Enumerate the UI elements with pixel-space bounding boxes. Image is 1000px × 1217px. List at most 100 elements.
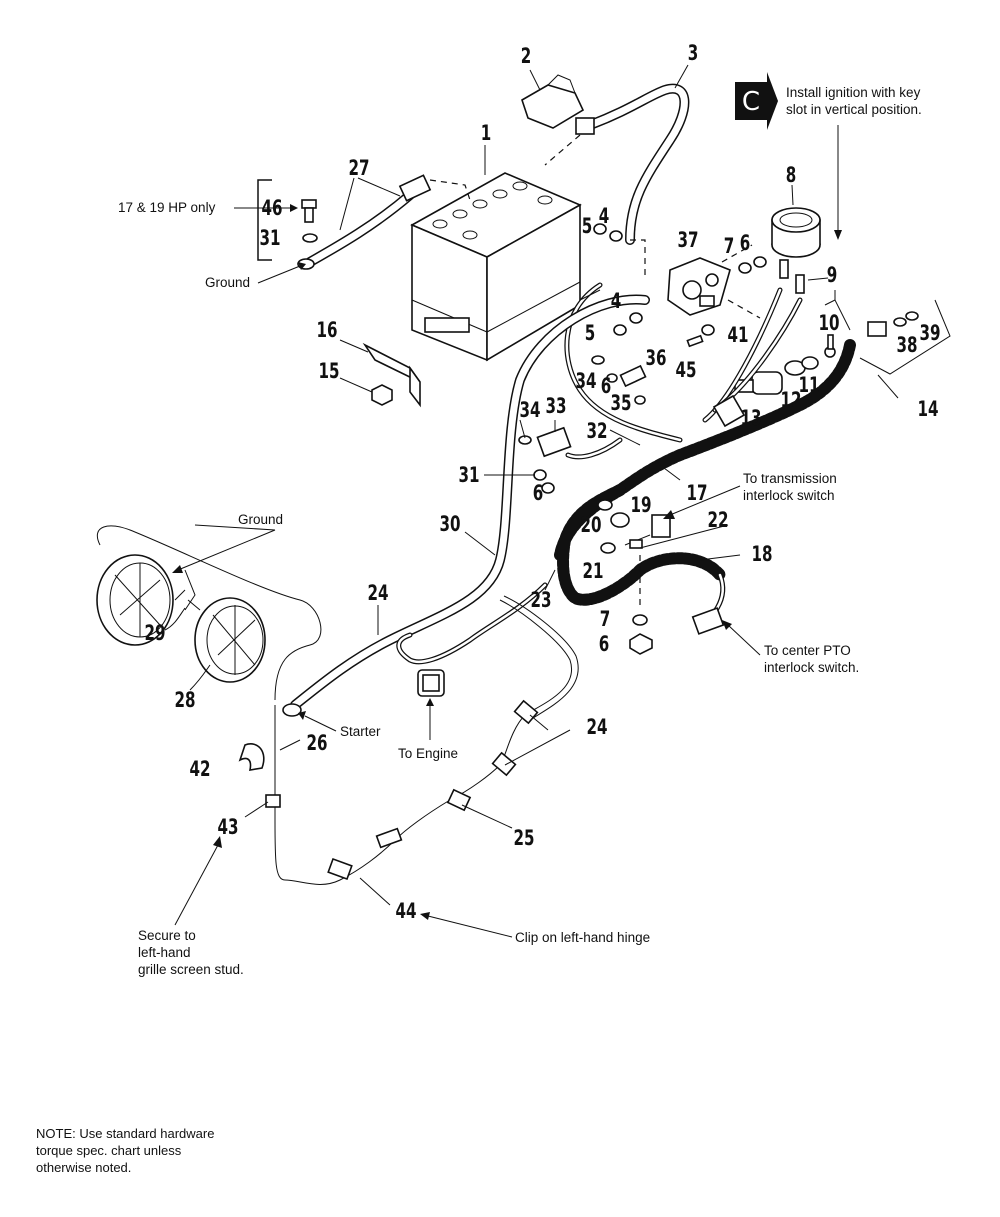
note-line-1: NOTE: Use standard hardware — [36, 1126, 214, 1141]
callout-5-mid: 5 — [585, 322, 596, 346]
callout-35: 35 — [610, 392, 631, 416]
label-clip: Clip on left-hand hinge — [515, 930, 650, 945]
callout-6-solenoid: 6 — [740, 232, 751, 256]
headlight-right — [194, 597, 266, 683]
ignition-key — [824, 334, 836, 358]
callout-11: 11 — [798, 374, 819, 398]
label-ground-lights: Ground — [238, 512, 283, 527]
elbow-42 — [238, 743, 265, 771]
label-to-engine: To Engine — [398, 746, 458, 761]
callout-6-bottom: 6 — [599, 633, 610, 657]
callout-25: 25 — [513, 827, 534, 851]
starter-wire — [282, 294, 650, 717]
callout-10: 10 — [818, 312, 839, 336]
label-pto-1: To center PTO — [764, 643, 851, 658]
bolt-46 — [301, 199, 317, 223]
relay-33 — [518, 426, 572, 458]
callout-3: 3 — [688, 42, 699, 66]
callout-4-mid: 4 — [611, 290, 622, 314]
callout-27: 27 — [348, 157, 369, 181]
small-hardware — [533, 223, 767, 494]
callout-42: 42 — [189, 758, 210, 782]
terminal-cover — [521, 74, 585, 129]
callout-8: 8 — [786, 164, 797, 188]
callout-31-mid: 31 — [458, 464, 479, 488]
callout-37: 37 — [677, 229, 698, 253]
callout-5-top: 5 — [582, 215, 593, 239]
callout-1: 1 — [481, 122, 492, 146]
callout-19: 19 — [630, 494, 651, 518]
callout-46: 46 — [261, 197, 282, 221]
callout-4-top: 4 — [599, 205, 610, 229]
battery — [410, 172, 582, 362]
callout-20: 20 — [580, 514, 601, 538]
battery-bracket — [362, 342, 421, 408]
callout-32: 32 — [586, 420, 607, 444]
callout-16: 16 — [316, 319, 337, 343]
resistor-36 — [591, 355, 647, 405]
headlight-harness — [265, 595, 579, 885]
hardware-note: NOTE: Use standard hardware torque spec.… — [36, 1126, 214, 1175]
callout-15: 15 — [318, 360, 339, 384]
callout-7-solenoid: 7 — [724, 235, 735, 259]
positive-cable — [575, 83, 690, 245]
callout-13: 13 — [740, 407, 761, 431]
callout-17: 17 — [686, 482, 707, 506]
note-line-3: otherwise noted. — [36, 1160, 131, 1175]
ground-cable — [297, 174, 432, 270]
callout-12: 12 — [780, 389, 801, 413]
callout-6-relay: 6 — [601, 375, 612, 399]
label-secure-2: left-hand — [138, 945, 191, 960]
label-starter: Starter — [340, 724, 381, 739]
callout-39: 39 — [919, 322, 940, 346]
label-secure-3: grille screen stud. — [138, 962, 244, 977]
callout-18: 18 — [751, 543, 772, 567]
callout-44: 44 — [395, 900, 416, 924]
callout-leaders — [164, 64, 899, 906]
relay-38-39 — [867, 311, 919, 337]
label-hp-only: 17 & 19 HP only — [118, 200, 216, 215]
fuse-holder — [597, 499, 643, 554]
callout-26: 26 — [306, 732, 327, 756]
label-transmission-2: interlock switch — [743, 488, 835, 503]
arrow-leaders — [172, 125, 842, 938]
washer-31 — [302, 233, 318, 243]
callout-31-top: 31 — [259, 227, 280, 251]
callout-14: 14 — [917, 398, 938, 422]
headlight-left — [96, 554, 174, 646]
nut-15 — [371, 384, 393, 406]
nuts-6-7 — [629, 614, 653, 655]
callout-29: 29 — [144, 622, 165, 646]
note-line-2: torque spec. chart unless — [36, 1143, 182, 1158]
label-ground-top: Ground — [205, 275, 250, 290]
callout-34-left: 34 — [519, 399, 540, 423]
text-labels: 17 & 19 HP only Ground Ground Starter To… — [118, 85, 922, 977]
callout-34-right: 34 — [575, 370, 596, 394]
ignition-badge-letter: C — [742, 87, 760, 117]
label-ignition-2: slot in vertical position. — [786, 102, 922, 117]
callout-24-lower: 24 — [586, 716, 607, 740]
label-pto-2: interlock switch. — [764, 660, 859, 675]
callout-7-bottom: 7 — [600, 608, 611, 632]
starter-solenoid — [667, 257, 731, 316]
callout-38: 38 — [896, 334, 917, 358]
engine-connector — [396, 582, 548, 697]
callout-41: 41 — [727, 324, 748, 348]
callout-45: 45 — [675, 359, 696, 383]
label-secure-1: Secure to — [138, 928, 196, 943]
callout-23: 23 — [530, 589, 551, 613]
callout-2: 2 — [521, 45, 532, 69]
hourmeter — [771, 207, 821, 294]
callout-24-upper: 24 — [367, 582, 388, 606]
callout-36: 36 — [645, 347, 666, 371]
callout-28: 28 — [174, 689, 195, 713]
callout-21: 21 — [582, 560, 603, 584]
callout-22: 22 — [707, 509, 728, 533]
callout-numbers: 1 2 3 4 4 5 5 6 6 6 6 7 7 8 9 10 11 12 1… — [144, 42, 940, 924]
lower-harness — [557, 484, 726, 635]
callout-6-lower: 6 — [533, 482, 544, 506]
ignition-note-badge: C — [735, 72, 778, 130]
callout-30: 30 — [439, 513, 460, 537]
callout-9: 9 — [827, 264, 838, 288]
